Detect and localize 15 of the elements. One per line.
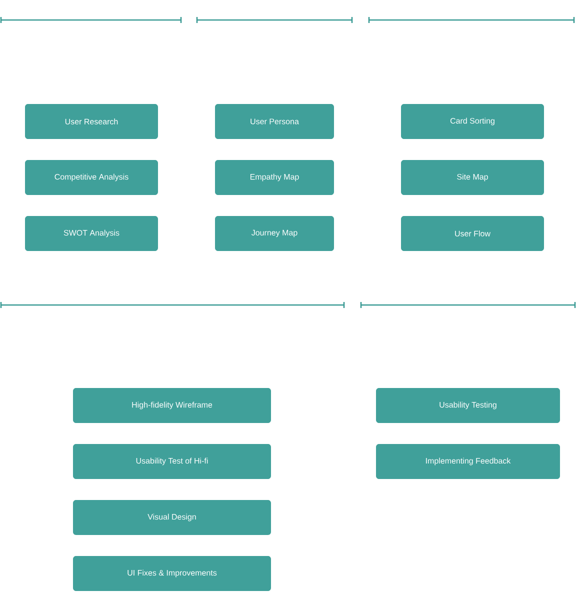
process-box: User Research [25,104,158,139]
process-box: Journey Map [215,216,334,251]
process-box: Card Sorting [401,104,544,139]
process-box: Visual Design [73,500,271,535]
process-box: User Persona [215,104,334,139]
process-box: Site Map [401,160,544,195]
process-box: UI Fixes & Improvements [73,556,271,591]
process-box: Usability Testing [376,388,560,423]
process-box: Implementing Feedback [376,444,560,479]
process-box: Empathy Map [215,160,334,195]
process-box: Usability Test of Hi-fi [73,444,271,479]
process-box: User Flow [401,216,544,251]
process-box: Competitive Analysis [25,160,158,195]
process-box: SWOT Analysis [25,216,158,251]
process-box: High-fidelity Wireframe [73,388,271,423]
